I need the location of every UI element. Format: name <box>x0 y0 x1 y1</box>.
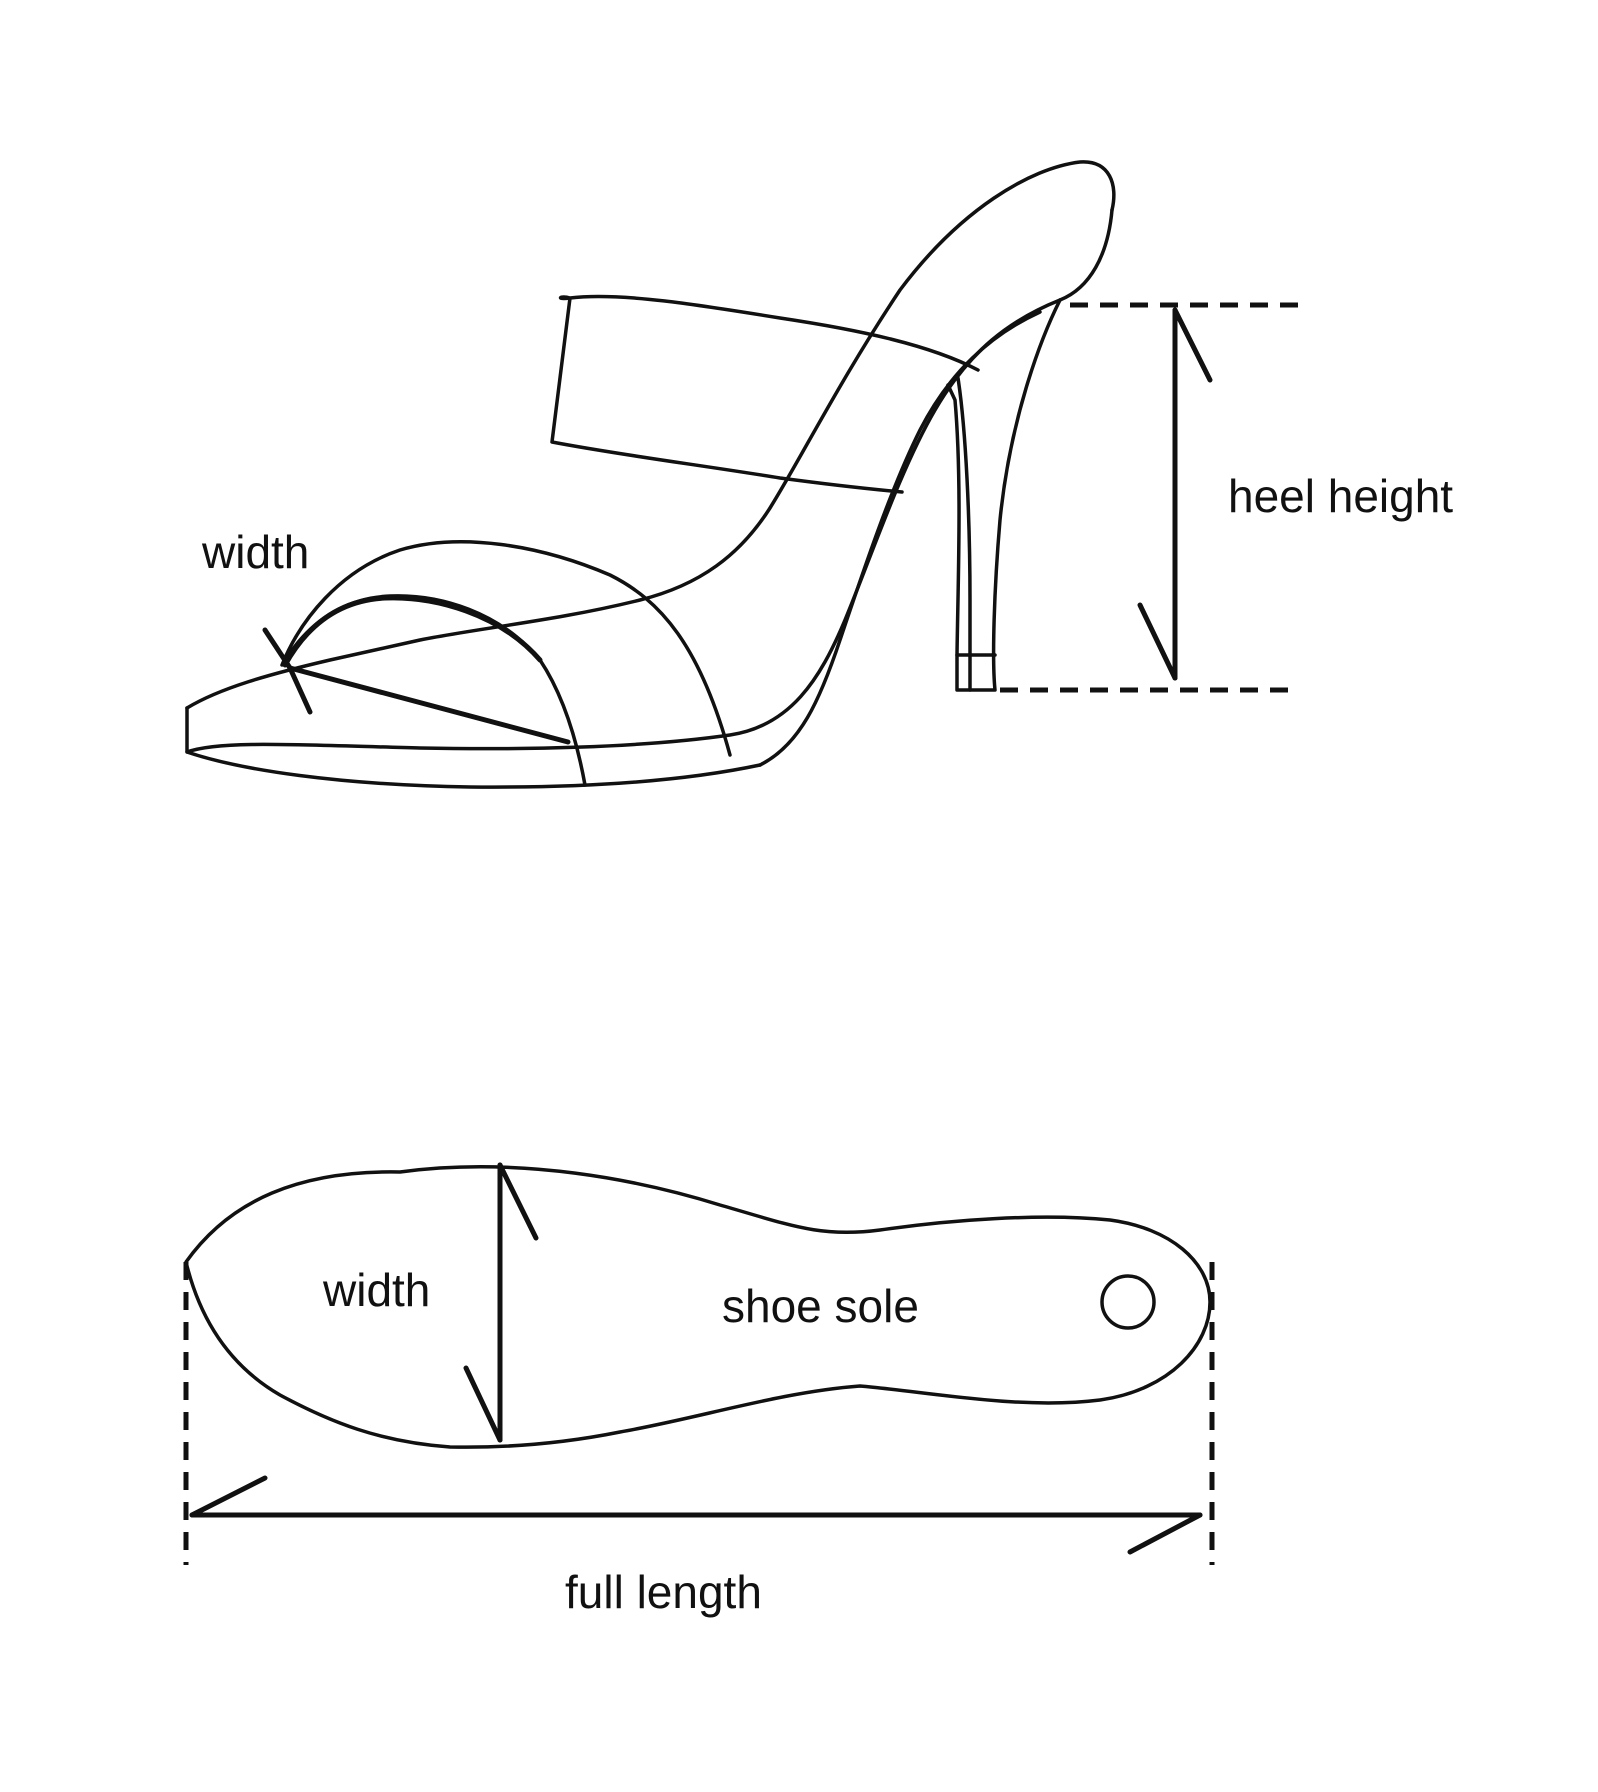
sole-width-arrow-head-top <box>497 1162 539 1241</box>
top-width-arrow-shaft <box>287 665 571 745</box>
heel-height-label: heel height <box>1228 470 1453 522</box>
top-width-arrow-curve <box>282 595 543 668</box>
sandal-sole-top <box>185 160 1116 710</box>
sole-outline <box>184 1165 1212 1449</box>
sandal-toe-band-inner <box>282 594 587 787</box>
full-length-label: full length <box>565 1566 762 1618</box>
sandal-side-view <box>185 160 1300 789</box>
full-length-arrow-head-left <box>189 1475 268 1518</box>
sandal-heel-inner <box>956 376 972 692</box>
sandal-sole-inner-line <box>758 310 1042 767</box>
sole-width-label: width <box>322 1264 430 1316</box>
sole-hole <box>1100 1274 1156 1330</box>
sandal-sole-front-edge <box>185 706 762 789</box>
sole-width-arrow-head-bottom <box>463 1365 503 1443</box>
heel-height-arrow-head-top <box>1172 307 1213 383</box>
top-width-label: width <box>201 526 309 578</box>
heel-height-arrow-head-bottom <box>1137 602 1178 681</box>
sandal-sole-underside <box>185 208 1114 754</box>
sandal-heel <box>946 298 1062 692</box>
full-length-arrow-head-right <box>1127 1512 1203 1555</box>
sandal-toe-band <box>280 540 732 757</box>
sandal-rear-strap <box>550 294 980 494</box>
shoe-sole-label: shoe sole <box>722 1280 919 1332</box>
sole-top-view <box>183 1162 1215 1565</box>
top-width-arrow-head <box>262 627 313 715</box>
